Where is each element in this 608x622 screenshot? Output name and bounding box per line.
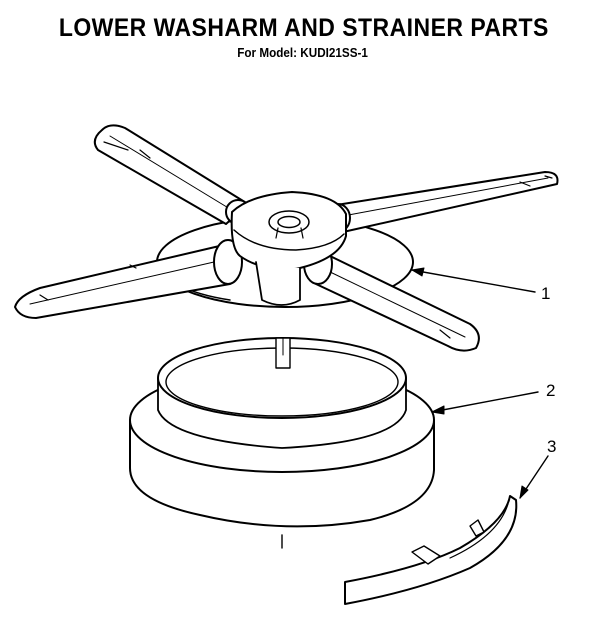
- washarm-arm-front-left: [14, 243, 231, 319]
- washarm-collar-left: [213, 239, 243, 285]
- model-prefix: For Model:: [237, 45, 298, 60]
- strainer-clip-latch: [411, 545, 441, 565]
- washarm-arm-front-right: [315, 255, 480, 352]
- strainer-ring: [129, 337, 539, 549]
- strainer-clip-body: [344, 495, 518, 605]
- washarm-arm-rear-right: [329, 171, 559, 233]
- callout-number-1: 1: [541, 284, 550, 303]
- callout-leader-1: [411, 269, 536, 293]
- washarm-hub-cap: [268, 210, 310, 234]
- model-number: KUDI21SS-1: [300, 45, 368, 60]
- washarm: [14, 124, 559, 352]
- callout-leader-2: [431, 391, 539, 413]
- model-line: For Model: KUDI21SS-1: [29, 45, 576, 60]
- callout-number-3: 3: [547, 437, 556, 456]
- page-title: LOWER WASHARM AND STRAINER PARTS: [58, 14, 549, 42]
- callout-number-2: 2: [546, 381, 555, 400]
- strainer-clip: [344, 455, 549, 605]
